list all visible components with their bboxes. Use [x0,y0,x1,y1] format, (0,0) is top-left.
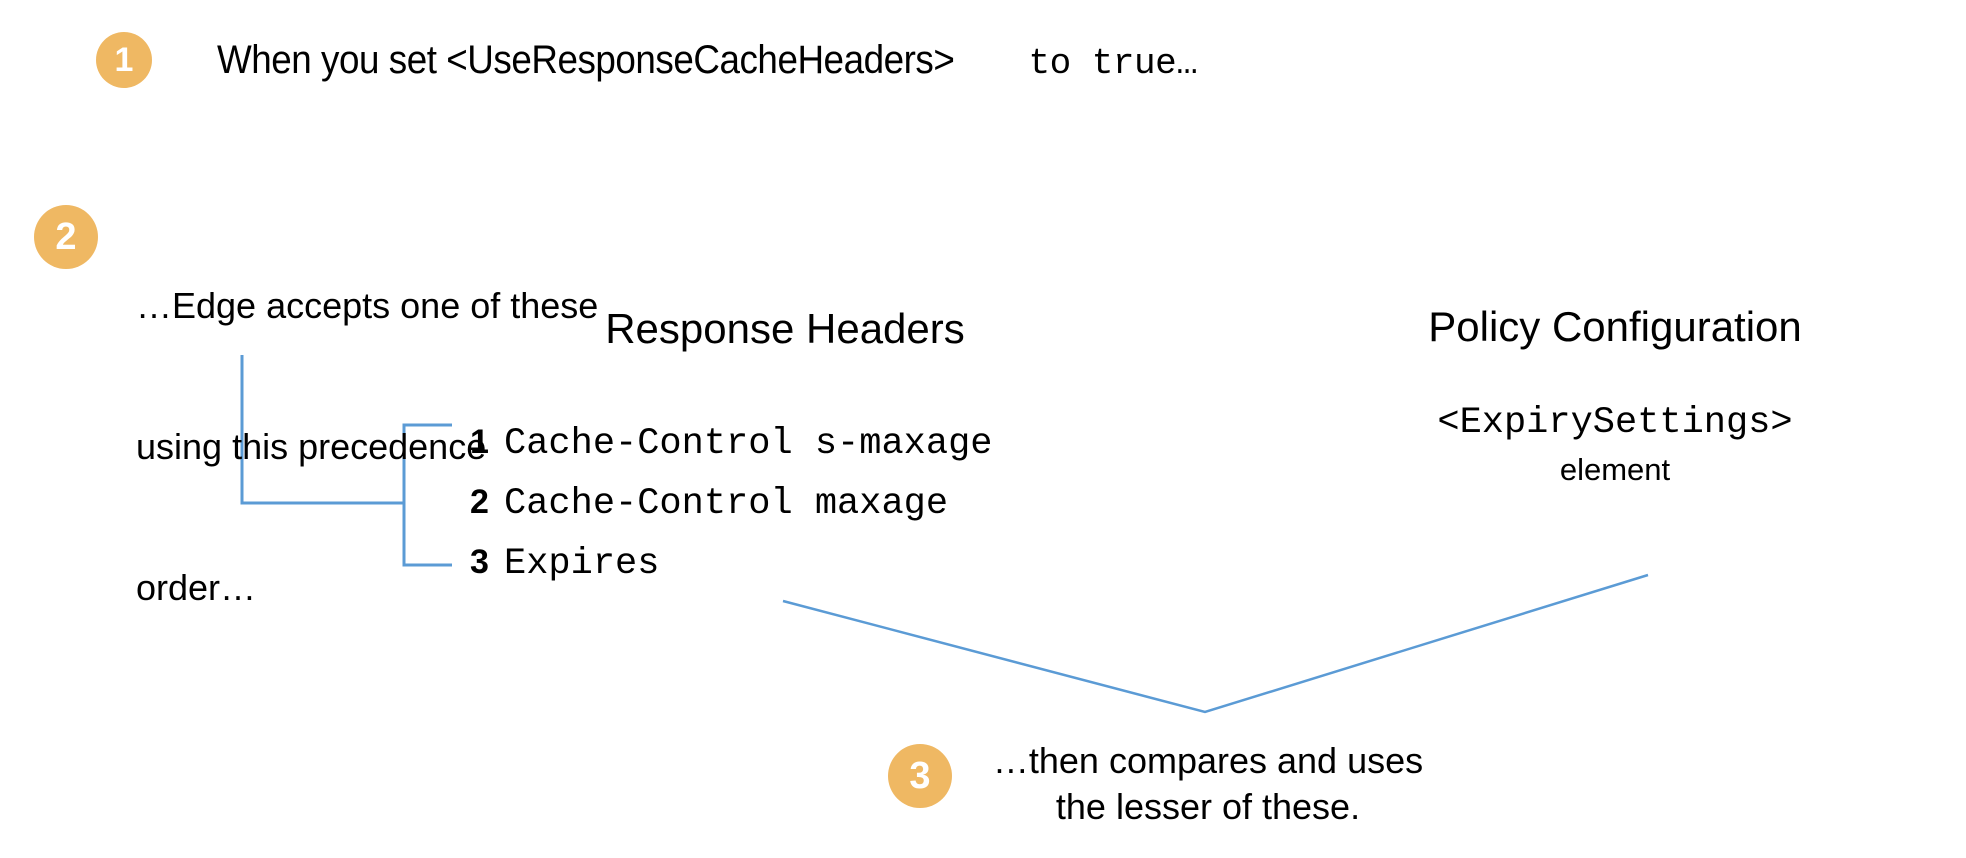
policy-configuration-element: <ExpirySettings> element [1335,402,1895,488]
response-headers-heading: Response Headers [605,305,965,352]
step-2-text-line-3: order… [136,567,257,608]
step-1-text-mono: to true… [1028,43,1198,84]
list-item: 3 Expires [470,533,992,593]
step-2-text: …Edge accepts one of these using this pr… [136,188,598,705]
list-item-rank: 1 [470,423,489,461]
step-2-text-line-1: …Edge accepts one of these [136,285,599,326]
step-badge-3: 3 [888,744,952,808]
step-2-text-line-2: using this precedence [136,426,487,467]
list-item: 1 Cache-Control s-maxage [470,413,992,473]
expiry-settings-tag: <ExpirySettings> [1437,402,1793,444]
list-item: 2 Cache-Control maxage [470,473,992,533]
list-item-label: Cache-Control maxage [504,483,949,525]
list-item-label: Cache-Control s-maxage [504,423,993,465]
step-badge-1: 1 [96,32,152,88]
step-1-text-sans: When you set <UseResponseCacheHeaders> [217,38,955,82]
step-badge-2: 2 [34,205,98,269]
step-3-text-line-2: the lesser of these. [1055,786,1361,827]
list-item-rank: 3 [470,543,489,581]
step-3-text: …then compares and uses the lesser of th… [968,738,1448,830]
comparison-v-connector [782,573,1649,714]
step-1-text: When you set <UseResponseCacheHeaders> t… [217,38,1198,84]
list-item-label: Expires [504,543,660,585]
response-headers-list: 1 Cache-Control s-maxage 2 Cache-Control… [470,413,992,593]
expiry-settings-element-word: element [1559,452,1671,487]
list-item-rank: 2 [470,483,489,521]
step-3-text-line-1: …then compares and uses [992,740,1424,781]
policy-configuration-heading: Policy Configuration [1428,303,1802,350]
